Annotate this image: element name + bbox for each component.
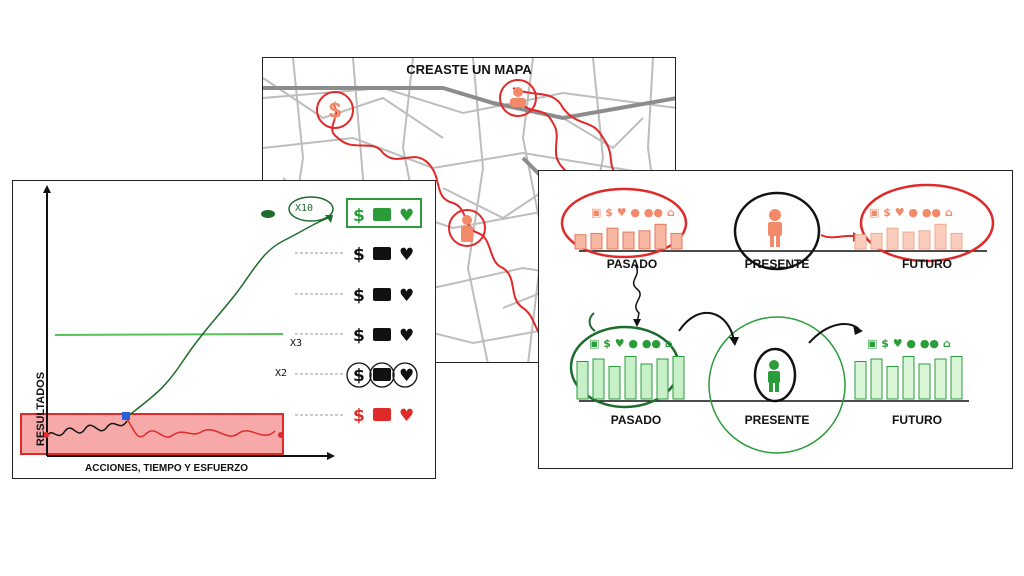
x10-circle bbox=[288, 196, 334, 222]
svg-text:▣ $ ♥ ● ●● ⌂: ▣ $ ♥ ● ●● ⌂ bbox=[591, 206, 675, 219]
bar bbox=[656, 358, 669, 400]
icon-row-4: $ ♥ bbox=[353, 286, 414, 306]
dollar-icon: $ bbox=[353, 245, 365, 265]
bar bbox=[918, 363, 931, 400]
dollar-icon: $ bbox=[353, 286, 365, 306]
bar bbox=[950, 356, 963, 400]
bar bbox=[592, 358, 605, 400]
x10-annotation: X10 bbox=[295, 203, 314, 214]
y-axis-label: RESULTADOS bbox=[35, 371, 47, 447]
dollar-icon: $ bbox=[353, 326, 365, 346]
top-present-label: PRESENTE bbox=[744, 257, 810, 271]
money-marker-icon: $ bbox=[316, 91, 354, 129]
bottom-future-bars bbox=[854, 356, 963, 400]
svg-text:$: $ bbox=[329, 98, 341, 123]
bar bbox=[638, 230, 651, 250]
bar bbox=[902, 356, 915, 400]
bar bbox=[654, 223, 667, 250]
bottom-past-icons: ▣ $ ♥ ● ●● ⌂ bbox=[589, 337, 673, 350]
top-result-frame bbox=[346, 198, 422, 228]
bar bbox=[624, 356, 637, 400]
bar bbox=[886, 366, 899, 400]
bar bbox=[902, 231, 915, 250]
growth-chart-panel: $ ♥ $ ♥ $ ♥ $ ♥ $ bbox=[12, 180, 436, 479]
heart-icon: ♥ bbox=[399, 286, 414, 306]
timeline-panel: ▣ $ ♥ ● ●● ⌂ ▣ $ ♥ ● ●● ⌂ ▣ $ ♥ ● ●● ⌂ bbox=[538, 170, 1013, 469]
bar bbox=[606, 227, 619, 250]
bar bbox=[854, 234, 867, 250]
bar bbox=[934, 358, 947, 400]
top-future-label: FUTURO bbox=[902, 257, 952, 271]
top-future-icons: ▣ $ ♥ ● ●● ⌂ bbox=[869, 206, 953, 219]
growth-line bbox=[126, 216, 332, 418]
bottom-future-icons: ▣ $ ♥ ● ●● ⌂ bbox=[867, 337, 951, 350]
timeline-diagram: ▣ $ ♥ ● ●● ⌂ ▣ $ ♥ ● ●● ⌂ ▣ $ ♥ ● ●● ⌂ bbox=[560, 183, 995, 454]
top-past-bars bbox=[574, 223, 683, 250]
top-past-circle bbox=[560, 187, 688, 259]
heart-icon: ♥ bbox=[399, 206, 414, 226]
briefcase-icon bbox=[373, 328, 391, 341]
icon-row-5: $ ♥ bbox=[353, 245, 414, 265]
bar bbox=[918, 230, 931, 250]
bottom-future-label: FUTURO bbox=[892, 413, 942, 427]
bar bbox=[870, 232, 883, 250]
briefcase-icon bbox=[373, 368, 391, 381]
briefcase-icon bbox=[373, 288, 391, 301]
growth-chart: $ ♥ $ ♥ $ ♥ $ ♥ $ bbox=[20, 185, 422, 460]
icon-row-x10: $ ♥ bbox=[353, 206, 414, 226]
icon-row-x3: $ ♥ bbox=[353, 326, 414, 346]
baseline-area bbox=[20, 413, 284, 455]
top-past-icons: ▣ $ ♥ ● ●● ⌂ bbox=[591, 206, 675, 219]
top-past-label: PASADO bbox=[606, 257, 658, 271]
bottom-present-label: PRESENTE bbox=[744, 413, 810, 427]
bottom-present-person-icon bbox=[768, 360, 780, 392]
bottom-past-label: PASADO bbox=[610, 413, 662, 427]
x2-annotation: X2 bbox=[275, 368, 288, 379]
start-point-marker bbox=[122, 412, 130, 420]
briefcase-icon bbox=[373, 408, 391, 421]
bar bbox=[670, 232, 683, 250]
bar bbox=[870, 358, 883, 400]
bar bbox=[854, 361, 867, 400]
bottom-past-bars bbox=[576, 356, 685, 400]
briefcase-icon bbox=[373, 208, 391, 221]
top-present-circle bbox=[733, 191, 821, 271]
svg-text:▣ $ ♥ ● ●● ⌂: ▣ $ ♥ ● ●● ⌂ bbox=[869, 206, 953, 219]
bar bbox=[590, 232, 603, 250]
x-axis-label: ACCIONES, TIEMPO Y ESFUERZO bbox=[85, 463, 248, 474]
x3-annotation: X3 bbox=[290, 338, 303, 349]
person-start-marker-icon bbox=[448, 209, 486, 247]
top-future-bars bbox=[854, 223, 963, 250]
bar bbox=[886, 227, 899, 250]
person-marker-icon bbox=[499, 79, 537, 117]
bar bbox=[950, 232, 963, 250]
bar bbox=[608, 366, 621, 400]
x3-level-line bbox=[54, 333, 284, 336]
bottom-present-circle bbox=[708, 316, 846, 454]
dollar-icon: $ bbox=[353, 206, 365, 226]
icon-row-base: $ ♥ bbox=[353, 406, 414, 426]
top-present-person-icon bbox=[768, 209, 782, 247]
top-future-circle bbox=[859, 183, 995, 263]
heart-icon: ♥ bbox=[399, 245, 414, 265]
dollar-icon: $ bbox=[353, 366, 365, 386]
bar bbox=[622, 231, 635, 250]
heart-icon: ♥ bbox=[399, 326, 414, 346]
svg-text:▣ $ ♥ ● ●● ⌂: ▣ $ ♥ ● ●● ⌂ bbox=[589, 337, 673, 350]
dollar-icon: $ bbox=[353, 406, 365, 426]
bar bbox=[574, 234, 587, 250]
briefcase-icon bbox=[373, 247, 391, 260]
bar bbox=[640, 363, 653, 400]
heart-icon: ♥ bbox=[399, 366, 414, 386]
map-title: CREASTE UN MAPA bbox=[406, 62, 532, 77]
svg-text:▣ $ ♥ ● ●● ⌂: ▣ $ ♥ ● ●● ⌂ bbox=[867, 337, 951, 350]
bar bbox=[672, 356, 685, 400]
bar bbox=[576, 361, 589, 400]
bar bbox=[934, 223, 947, 250]
heart-icon: ♥ bbox=[399, 406, 414, 426]
icon-row-x2: $ ♥ bbox=[346, 362, 418, 388]
